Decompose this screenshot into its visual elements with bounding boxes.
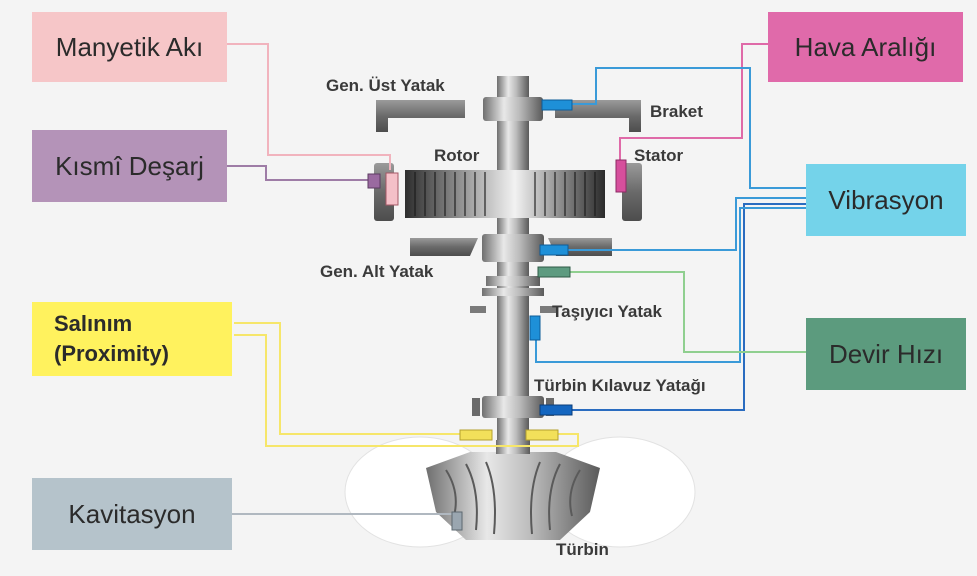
speed-box: Devir Hızı [806, 318, 966, 390]
partial-discharge-box: Kısmî Deşarj [32, 130, 227, 202]
vibration-line-lower [566, 197, 806, 251]
thrust-bearing [470, 276, 556, 313]
magnetic-flux-box: Manyetik Akı [32, 12, 227, 82]
cavitation-box: Kavitasyon [32, 478, 232, 550]
sensors [367, 99, 627, 531]
oscillation-line-1 [234, 322, 462, 435]
oscillation-line-2 [234, 334, 579, 447]
turbine-label: Türbin [556, 540, 609, 559]
cavitation-sensor [451, 511, 463, 531]
vibration-line-upper [566, 67, 806, 189]
rotor [405, 170, 605, 218]
oscillation-sensor-left [459, 429, 493, 441]
lower-bracket [410, 234, 612, 262]
vibration-label: Vibrasyon [828, 184, 944, 215]
upper-bearing-label: Gen. Üst Yatak [326, 76, 445, 95]
speed-sensor [537, 266, 571, 278]
speed-label: Devir Hızı [828, 338, 944, 369]
vibration-sensor-upper [541, 99, 573, 111]
vibration-line-thrust [535, 207, 806, 363]
air-gap-sensor [615, 159, 627, 193]
thrust-bearing-label: Taşıyıcı Yatak [552, 302, 662, 321]
magnetic-flux-sensor [385, 172, 399, 206]
partial-discharge-label: Kısmî Deşarj [55, 150, 204, 181]
air-gap-label: Hava Aralığı [794, 31, 937, 62]
oscillation-label-line1: Salınım [54, 311, 133, 336]
cavitation-label: Kavitasyon [68, 498, 196, 529]
upper-bracket [376, 97, 641, 132]
rotor-label: Rotor [434, 146, 480, 165]
connector-lines [227, 43, 806, 515]
vibration-line-guide [570, 203, 806, 411]
oscillation-label-line2: (Proximity) [54, 341, 169, 366]
oscillation-sensor-right [525, 429, 559, 441]
air-gap-box: Hava Aralığı [768, 12, 963, 82]
turbine-guide-bearing-label: Türbin Kılavuz Yatağı [534, 376, 706, 395]
oscillation-box: Salınım (Proximity) [32, 302, 232, 376]
air-gap-line [619, 43, 768, 160]
partial-discharge-line [227, 165, 370, 181]
bracket-label: Braket [650, 102, 703, 121]
vibration-sensor-lower [539, 244, 569, 256]
vibration-sensor-thrust [529, 315, 541, 341]
magnetic-flux-label: Manyetik Akı [55, 31, 204, 62]
vibration-sensor-guide [539, 404, 573, 416]
vibration-box: Vibrasyon [806, 164, 966, 236]
magnetic-flux-line [227, 43, 391, 170]
stator-label: Stator [634, 146, 684, 165]
partial-discharge-sensor [367, 173, 381, 189]
speed-line [570, 271, 806, 353]
lower-bearing-label: Gen. Alt Yatak [320, 262, 434, 281]
